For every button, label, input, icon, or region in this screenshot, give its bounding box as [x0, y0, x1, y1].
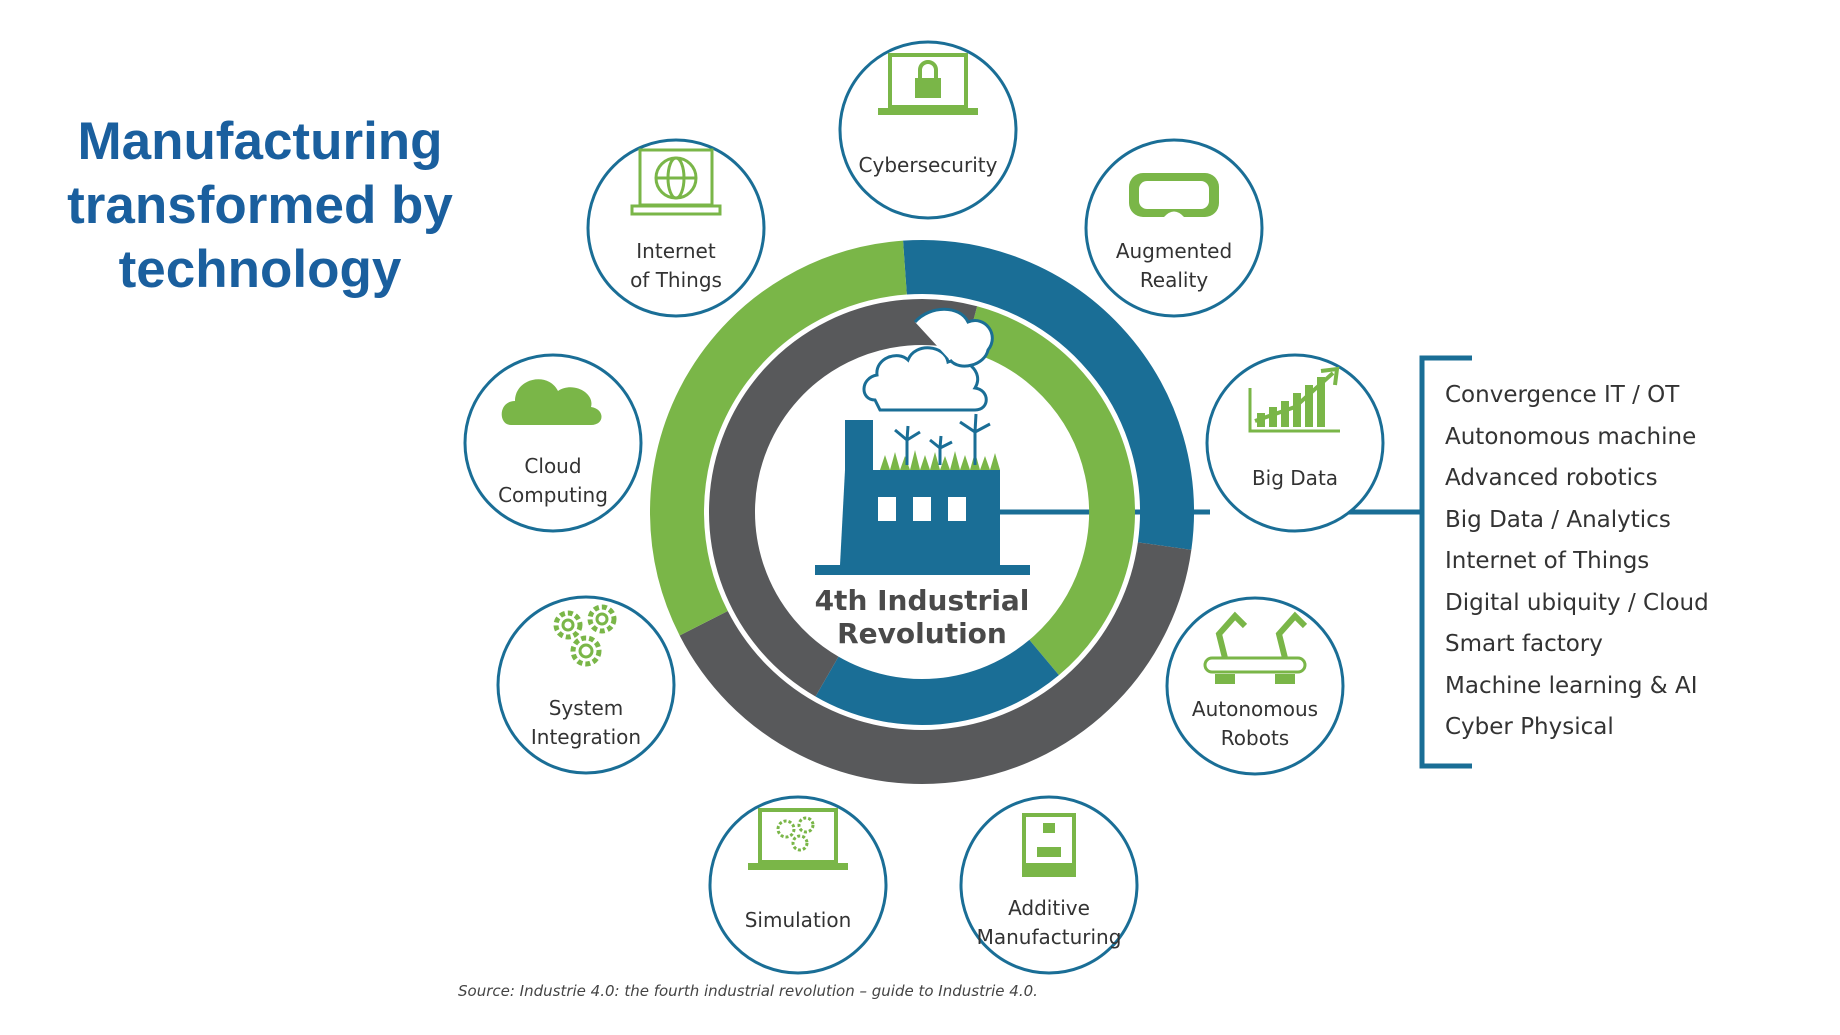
growth-chart-icon: [1248, 366, 1340, 433]
robot-arms-icon: [1203, 611, 1308, 684]
list-item: Convergence IT / OT: [1445, 382, 1680, 408]
ring-arc-outer-green: [650, 240, 908, 636]
title-line: technology: [118, 240, 402, 299]
list-item: Advanced robotics: [1445, 465, 1658, 491]
node-circle: [496, 595, 676, 775]
vr-goggles-icon: [1129, 173, 1219, 217]
ring-arc-outer-gray: [679, 542, 1192, 784]
node-label: Autonomous: [1192, 697, 1318, 721]
list-bracket: [1419, 355, 1472, 769]
gears-laptop-icon: [748, 808, 848, 870]
ring-graphic: [650, 240, 1194, 784]
node-label: Internet: [636, 239, 716, 263]
node-circle: [586, 138, 766, 318]
node-label: Cloud: [524, 454, 581, 478]
list-item: Smart factory: [1445, 631, 1603, 657]
node-circle: [838, 40, 1018, 220]
node-circle: [1165, 596, 1345, 776]
node-label: Computing: [498, 483, 608, 507]
source-citation: Source: Industrie 4.0: the fourth indust…: [458, 982, 1038, 1000]
node-internet-of-things[interactable]: Internet of Things: [586, 138, 766, 318]
node-cybersecurity[interactable]: Cybersecurity: [838, 40, 1018, 220]
ring-arc-inner-blue: [815, 639, 1059, 725]
list-item: Internet of Things: [1445, 548, 1650, 574]
list-item: Machine learning & AI: [1445, 672, 1698, 699]
center-label-line1: 4th Industrial: [815, 584, 1030, 617]
globe-laptop-icon: [630, 148, 722, 216]
capability-list: Convergence IT / OT Autonomous machine A…: [1445, 375, 1709, 749]
ring-arc-inner-gray: [709, 299, 978, 697]
node-label: System: [549, 696, 624, 720]
center-label-line2: Revolution: [837, 617, 1007, 650]
list-item: Digital ubiquity / Cloud: [1445, 589, 1709, 616]
node-big-data[interactable]: Big Data: [1205, 353, 1385, 533]
node-circle: [959, 795, 1139, 975]
list-item: Cyber Physical: [1445, 714, 1614, 740]
node-label: Simulation: [745, 908, 852, 932]
node-label: Integration: [531, 725, 641, 749]
node-simulation[interactable]: Simulation: [708, 795, 888, 975]
node-label: of Things: [630, 268, 722, 292]
node-label: Additive: [1008, 896, 1090, 920]
page-title: Manufacturing transformed by technology: [40, 110, 480, 302]
node-label: Manufacturing: [977, 925, 1122, 949]
title-line: Manufacturing: [77, 112, 443, 171]
node-label: Big Data: [1252, 466, 1338, 490]
3d-printer-icon: [1022, 813, 1076, 877]
gears-icon: [553, 604, 617, 667]
node-label: Reality: [1140, 268, 1209, 292]
ring-arc-inner-green: [964, 306, 1135, 676]
ring-arc-outer-blue: [903, 240, 1194, 550]
title-line: transformed by: [67, 176, 453, 235]
cloud-icon: [501, 379, 602, 425]
node-circle: [463, 353, 643, 533]
factory-icon: [815, 307, 1030, 575]
node-circle: [1205, 353, 1385, 533]
node-label: Augmented: [1116, 239, 1232, 263]
list-item: Autonomous machine: [1445, 423, 1697, 450]
lock-laptop-icon: [878, 53, 978, 115]
node-label: Cybersecurity: [859, 153, 998, 177]
list-item: Big Data / Analytics: [1445, 506, 1671, 533]
node-circle: [708, 795, 888, 975]
node-label: Robots: [1221, 726, 1289, 750]
